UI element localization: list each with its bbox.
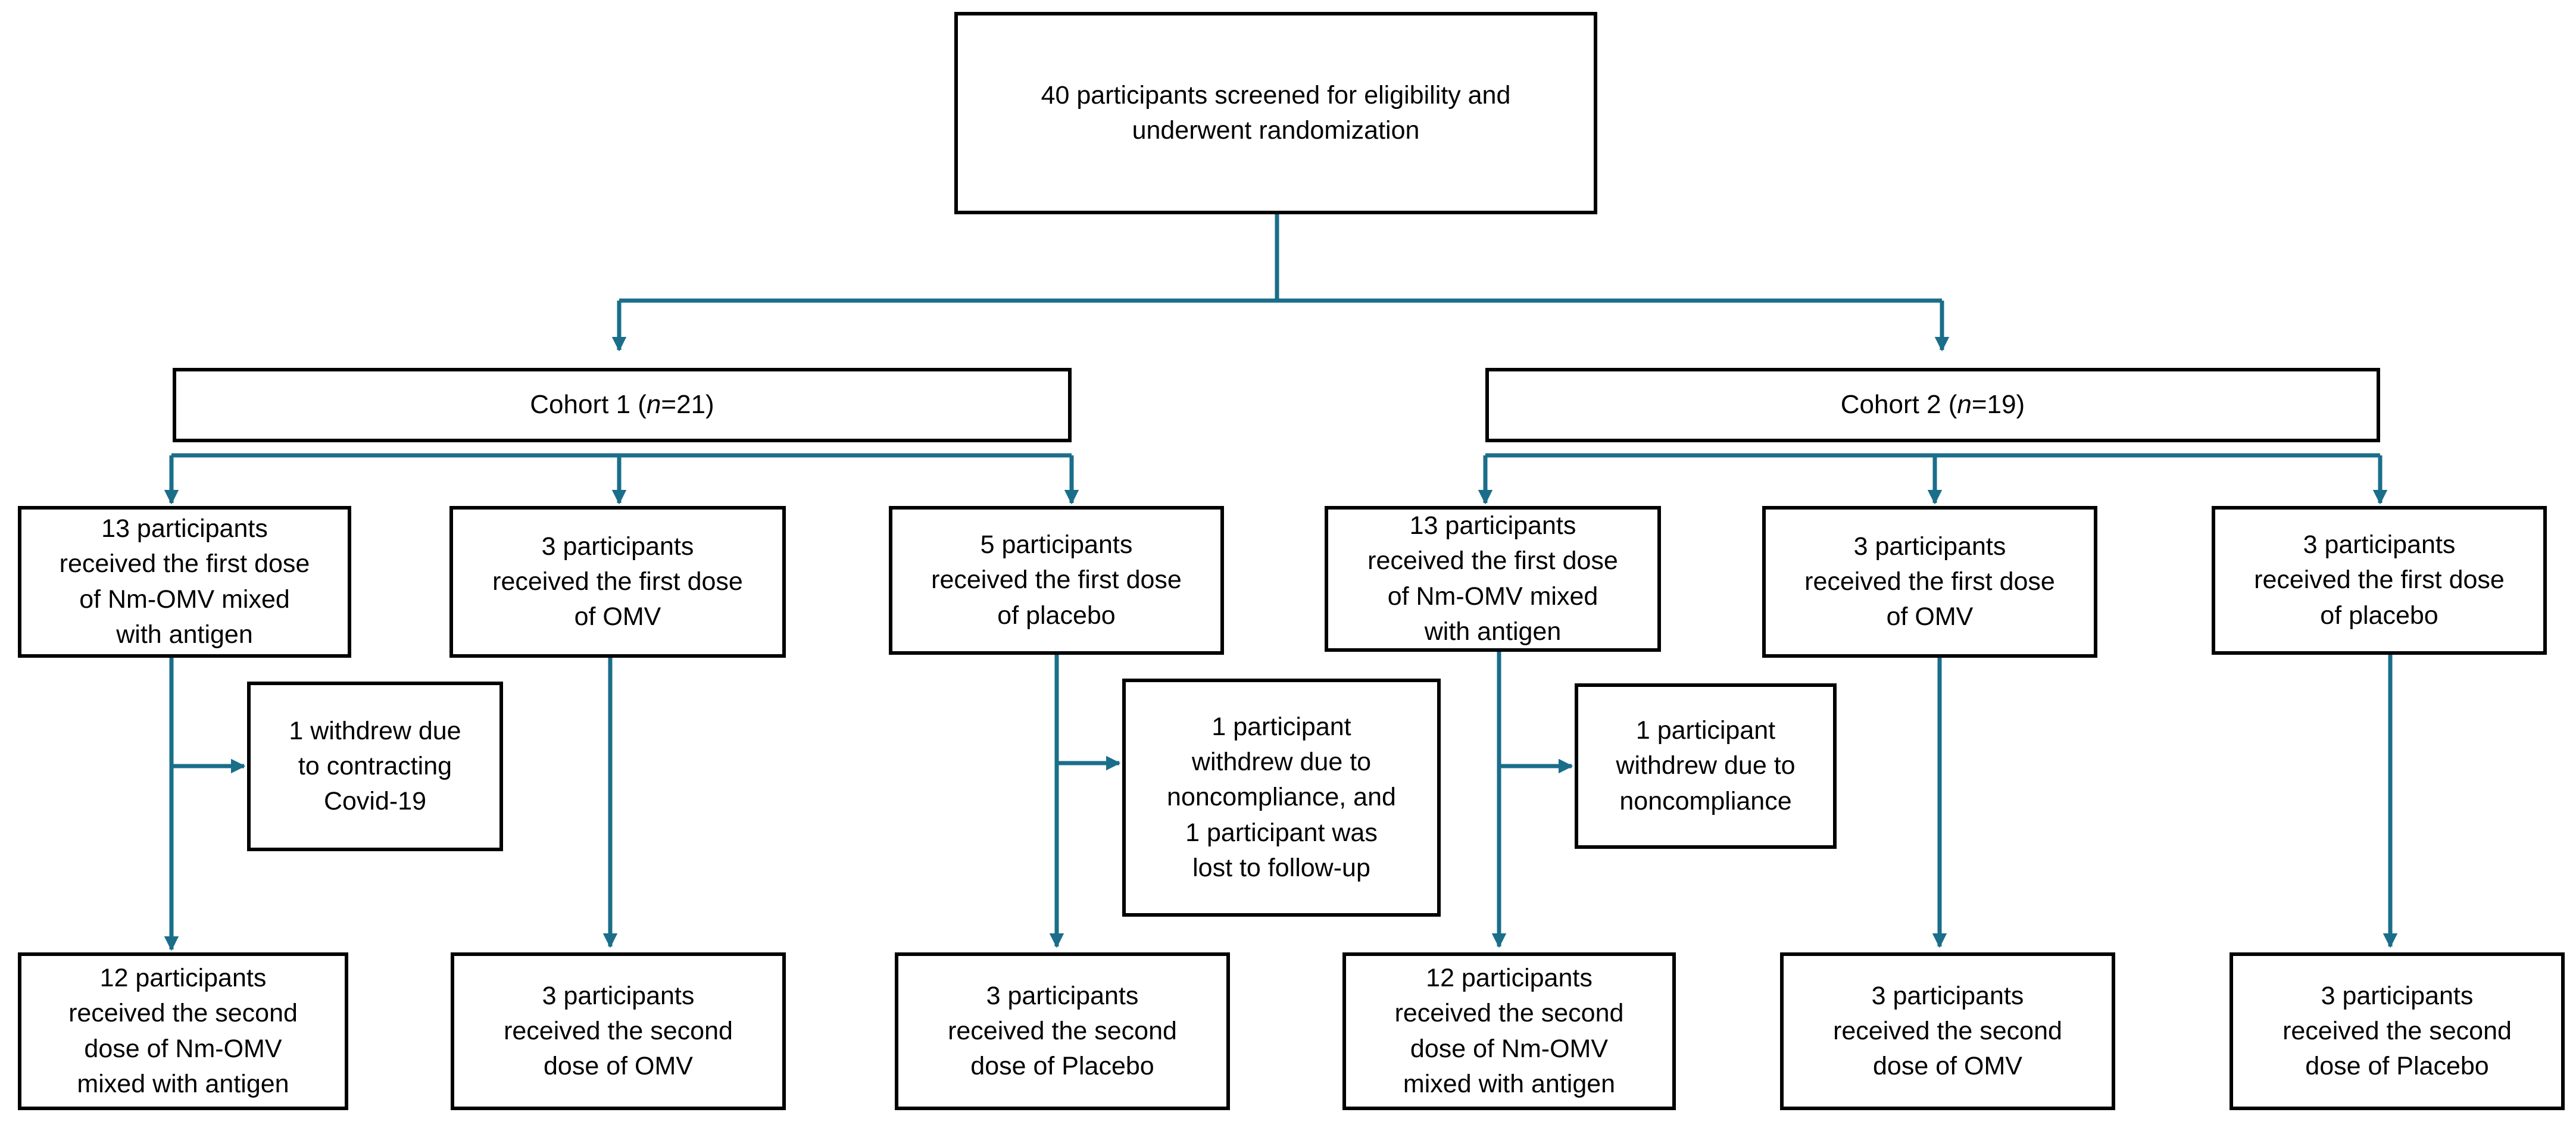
c1-nm-omv-withdrawal-box: 1 withdrew due to contracting Covid-19 (247, 682, 503, 851)
c1-first-omv-line-2: received the first dose (492, 567, 743, 596)
cohort2-label-prefix: Cohort 2 ( (1840, 390, 1957, 420)
c2-first-omv-line-1: 3 participants (1853, 532, 2006, 561)
c1-second-nm-line-3: dose of Nm-OMV (84, 1034, 282, 1063)
cohort1-n-symbol: n (646, 390, 661, 420)
cohort2-count: =19) (1971, 390, 2025, 420)
c2-second-placebo-line-3: dose of Placebo (2305, 1052, 2489, 1081)
screening-line-2: underwent randomization (1132, 116, 1420, 145)
screening-box: 40 participants screened for eligibility… (954, 12, 1597, 214)
c2-second-placebo-line-2: received the second (2283, 1016, 2512, 1045)
c1-placebo-withdrawal-box: 1 participant withdrew due to noncomplia… (1122, 679, 1441, 917)
c1-withdraw-placebo-line-1: 1 participant (1211, 712, 1351, 741)
c1-first-placebo-line-2: received the first dose (931, 565, 1182, 595)
c1-first-placebo-line-1: 5 participants (980, 530, 1133, 559)
c2-first-dose-nm-omv-box: 13 participants received the first dose … (1325, 506, 1661, 652)
c1-first-dose-nm-omv-box: 13 participants received the first dose … (18, 506, 351, 658)
c2-first-omv-line-3: of OMV (1886, 602, 1974, 632)
c1-withdraw-placebo-line-2: withdrew due to (1191, 748, 1372, 776)
cohort1-box: Cohort 1 (n=21) (173, 368, 1072, 442)
c2-second-omv-line-2: received the second (1833, 1016, 2062, 1045)
c1-first-nm-line-2: received the first dose (59, 549, 310, 579)
c2-first-placebo-line-1: 3 participants (2303, 530, 2456, 559)
cohort1-label-prefix: Cohort 1 ( (530, 390, 647, 420)
c2-withdraw-nm-line-1: 1 participant (1635, 716, 1776, 745)
cohort2-box: Cohort 2 (n=19) (1485, 368, 2380, 442)
c1-second-dose-omv-box: 3 participants received the second dose … (451, 952, 786, 1110)
c2-first-dose-omv-box: 3 participants received the first dose o… (1762, 506, 2097, 658)
c1-first-nm-line-1: 13 participants (101, 514, 268, 543)
c2-first-nm-line-4: with antigen (1424, 617, 1562, 646)
cohort1-count: =21) (661, 390, 714, 420)
c2-first-dose-placebo-box: 3 participants received the first dose o… (2212, 506, 2547, 655)
c2-withdraw-nm-line-2: withdrew due to (1616, 751, 1796, 780)
c2-second-nm-line-1: 12 participants (1426, 963, 1593, 992)
c1-withdraw-nm-line-1: 1 withdrew due (289, 716, 461, 745)
c2-second-nm-line-3: dose of Nm-OMV (1410, 1034, 1609, 1063)
cohort2-n-symbol: n (1957, 390, 1972, 420)
c1-first-nm-line-3: of Nm-OMV mixed (79, 585, 290, 614)
c1-withdraw-placebo-line-3: noncompliance, and (1167, 783, 1396, 812)
c1-withdraw-nm-line-3: Covid-19 (323, 787, 427, 816)
c1-first-omv-line-3: of OMV (574, 602, 661, 632)
c1-first-nm-line-4: with antigen (116, 620, 253, 649)
screening-line-1: 40 participants screened for eligibility… (1041, 80, 1511, 110)
c2-second-nm-line-2: received the second (1394, 999, 1624, 1028)
c1-second-omv-line-1: 3 participants (542, 981, 695, 1010)
c1-withdraw-placebo-line-5: lost to follow-up (1192, 853, 1370, 882)
c1-second-omv-line-3: dose of OMV (544, 1052, 693, 1081)
c1-second-nm-line-1: 12 participants (99, 963, 267, 992)
c2-first-placebo-line-2: received the first dose (2254, 565, 2505, 595)
c1-second-nm-line-4: mixed with antigen (77, 1069, 289, 1098)
c2-second-nm-line-4: mixed with antigen (1403, 1069, 1616, 1098)
c2-second-dose-placebo-box: 3 participants received the second dose … (2230, 952, 2565, 1110)
c2-withdraw-nm-line-3: noncompliance (1619, 786, 1792, 815)
c2-first-nm-line-1: 13 participants (1409, 511, 1576, 540)
c1-second-dose-placebo-box: 3 participants received the second dose … (895, 952, 1230, 1110)
c2-nm-omv-withdrawal-box: 1 participant withdrew due to noncomplia… (1575, 683, 1837, 849)
c1-second-placebo-line-2: received the second (948, 1016, 1177, 1045)
c2-first-nm-line-3: of Nm-OMV mixed (1387, 582, 1598, 611)
c1-first-placebo-line-3: of placebo (997, 601, 1116, 630)
c1-first-dose-omv-box: 3 participants received the first dose o… (449, 506, 786, 658)
c2-first-placebo-line-3: of placebo (2320, 601, 2438, 630)
c1-withdraw-placebo-line-4: 1 participant was (1185, 818, 1378, 847)
c1-second-omv-line-2: received the second (504, 1016, 733, 1045)
c1-first-omv-line-1: 3 participants (541, 532, 694, 561)
c2-second-dose-omv-box: 3 participants received the second dose … (1780, 952, 2115, 1110)
c1-withdraw-nm-line-2: to contracting (298, 751, 452, 780)
c1-second-dose-nm-omv-box: 12 participants received the second dose… (18, 952, 348, 1110)
c2-second-omv-line-1: 3 participants (1871, 981, 2024, 1010)
c2-first-omv-line-2: received the first dose (1804, 567, 2055, 596)
c2-second-placebo-line-1: 3 participants (2321, 981, 2474, 1010)
c1-second-nm-line-2: received the second (68, 999, 298, 1028)
c2-first-nm-line-2: received the first dose (1367, 546, 1618, 576)
c1-first-dose-placebo-box: 5 participants received the first dose o… (889, 506, 1224, 655)
c2-second-dose-nm-omv-box: 12 participants received the second dose… (1342, 952, 1676, 1110)
c1-second-placebo-line-3: dose of Placebo (970, 1052, 1154, 1081)
c2-second-omv-line-3: dose of OMV (1873, 1052, 2022, 1081)
c1-second-placebo-line-1: 3 participants (986, 981, 1139, 1010)
